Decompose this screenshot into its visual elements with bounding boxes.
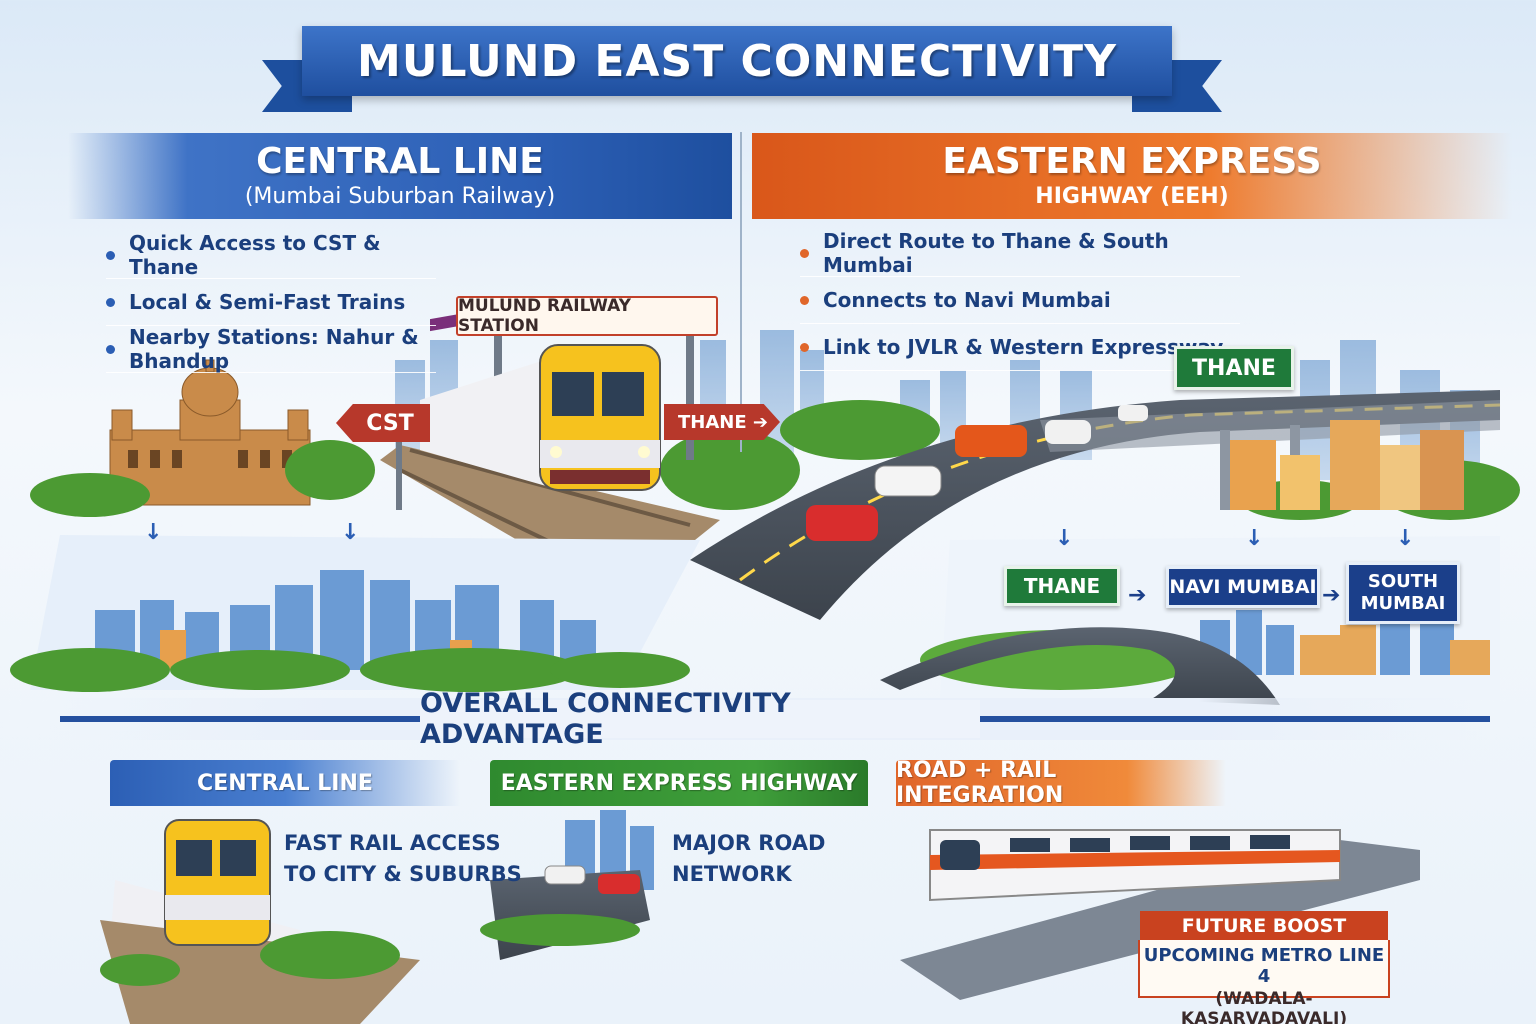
route-sign-thane: THANE xyxy=(1004,566,1120,606)
panel-eeh-text: MAJOR ROAD NETWORK xyxy=(672,831,826,886)
bullet-item: Link to JVLR & Western Expressway xyxy=(800,324,1240,371)
panel-central-line-text: FAST RAIL ACCESS TO CITY & SUBURBS xyxy=(284,831,522,886)
eeh-header: EASTERN EXPRESS HIGHWAY (EEH) xyxy=(752,133,1512,219)
bullet-item: Direct Route to Thane & South Mumbai xyxy=(800,229,1240,277)
central-line-subtitle: (Mumbai Suburban Railway) xyxy=(244,184,556,209)
bullet-item: Local & Semi-Fast Trains xyxy=(106,279,436,326)
panel-integration-title: ROAD + RAIL INTEGRATION xyxy=(896,760,1226,808)
future-boost-title: FUTURE BOOST xyxy=(1140,911,1388,941)
highway-vehicles xyxy=(806,405,1148,541)
station-sign: MULUND RAILWAY STATION xyxy=(456,296,718,336)
down-arrow-icon: ↓ xyxy=(144,520,163,545)
panel-central-line: CENTRAL LINE xyxy=(110,760,460,1022)
bullet-dot-icon xyxy=(800,342,809,352)
metro-route-label: (WADALA-KASARVADAVALI) xyxy=(1180,989,1348,1024)
thane-direction-sign: THANE ➔ xyxy=(664,404,780,440)
route-sign-south-mumbai: SOUTH MUMBAI xyxy=(1346,562,1460,624)
band-line-left xyxy=(60,716,430,722)
arrow-right-icon: ➔ xyxy=(1128,583,1147,608)
down-arrow-icon: ↓ xyxy=(1396,526,1415,551)
central-line-header: CENTRAL LINE (Mumbai Suburban Railway) xyxy=(68,133,732,219)
arrow-right-icon: ➔ xyxy=(1322,583,1341,608)
band-line-right xyxy=(970,716,1490,722)
bullet-item: Nearby Stations: Nahur & Bhandup xyxy=(106,325,436,373)
panel-eeh: EASTERN EXPRESS HIGHWAY xyxy=(490,760,868,1022)
title-ribbon: MULUND EAST CONNECTIVITY xyxy=(302,26,1172,96)
eeh-bullets: Direct Route to Thane & South Mumbai Con… xyxy=(800,229,1240,371)
route-sign-navi-mumbai: NAVI MUMBAI xyxy=(1166,566,1320,608)
down-arrow-icon: ↓ xyxy=(1245,526,1264,551)
bullet-dot-icon xyxy=(800,295,809,305)
section-divider xyxy=(740,132,742,452)
eeh-title: EASTERN EXPRESS xyxy=(942,141,1322,182)
bullet-item: Connects to Navi Mumbai xyxy=(800,277,1240,324)
cst-direction-sign: CST xyxy=(336,404,430,442)
future-boost-box: UPCOMING METRO LINE 4 (WADALA-KASARVADAV… xyxy=(1138,940,1390,1024)
eeh-subtitle: HIGHWAY (EEH) xyxy=(1035,184,1229,209)
central-line-title: CENTRAL LINE xyxy=(256,141,544,182)
central-line-bullets: Quick Access to CST & Thane Local & Semi… xyxy=(106,231,436,373)
down-arrow-icon: ↓ xyxy=(1055,526,1074,551)
overall-title: OVERALL CONNECTIVITY ADVANTAGE xyxy=(420,688,980,750)
panel-eeh-title: EASTERN EXPRESS HIGHWAY xyxy=(490,760,868,806)
bullet-item: Quick Access to CST & Thane xyxy=(106,231,436,279)
bullet-dot-icon xyxy=(106,297,115,307)
bullet-dot-icon xyxy=(106,344,115,354)
bullet-dot-icon xyxy=(106,250,115,260)
thane-highway-sign: THANE xyxy=(1174,346,1294,390)
down-arrow-icon: ↓ xyxy=(341,520,360,545)
page-title: MULUND EAST CONNECTIVITY xyxy=(357,35,1117,87)
metro-line-label: UPCOMING METRO LINE 4 xyxy=(1143,945,1385,987)
panel-central-line-title: CENTRAL LINE xyxy=(110,760,460,806)
panel-integration: ROAD + RAIL INTEGRATION xyxy=(896,760,1508,1022)
bullet-dot-icon xyxy=(800,248,809,258)
